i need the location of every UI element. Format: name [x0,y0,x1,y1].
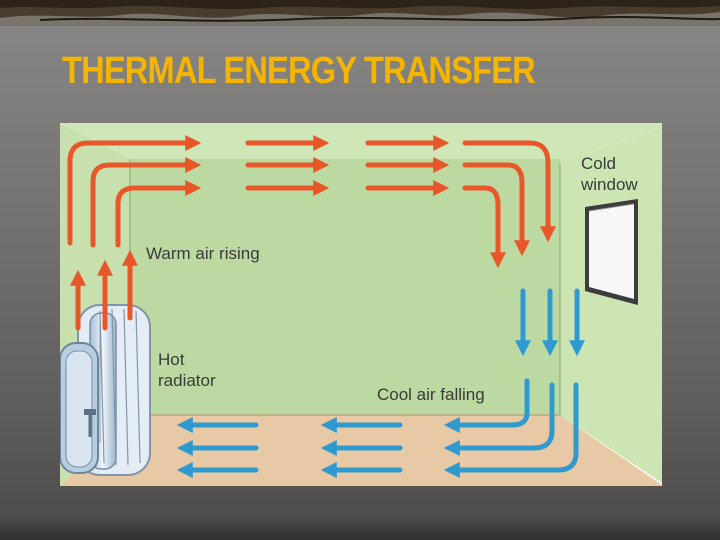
warm-arrow-curve-3 [115,179,202,248]
label-warm-air-rising: Warm air rising [146,244,260,263]
warm-arrow-down-3 [462,185,507,269]
label-cold-window-line2: window [580,175,638,194]
window [585,199,638,305]
bottom-shadow [0,516,720,540]
label-hot-radiator-line2: radiator [158,371,216,390]
label-cool-air-falling: Cool air falling [377,385,485,404]
convection-diagram: Cold window Warm air rising Hot radiator… [60,123,662,486]
cool-arrow-curve-3 [443,382,579,479]
warm-arrow-curve-2 [90,156,202,248]
cool-air-arrows [176,288,586,479]
slide-title: THERMAL ENERGY TRANSFER [62,50,536,92]
back-wall [130,159,560,415]
label-cold-window-line1: Cold [581,154,616,173]
cool-arrow-curve-1 [443,378,530,434]
warm-arrow-down-2 [462,162,531,257]
label-hot-radiator-line1: Hot [158,350,185,369]
ceiling [60,123,662,163]
decorative-top-band [0,0,720,26]
cool-arrow-curve-2 [443,382,555,457]
room [60,123,662,486]
radiator [60,304,151,476]
warm-air-arrows [67,134,557,331]
warm-arrow-down-1 [462,140,557,243]
warm-arrow-curve-1 [67,134,202,246]
